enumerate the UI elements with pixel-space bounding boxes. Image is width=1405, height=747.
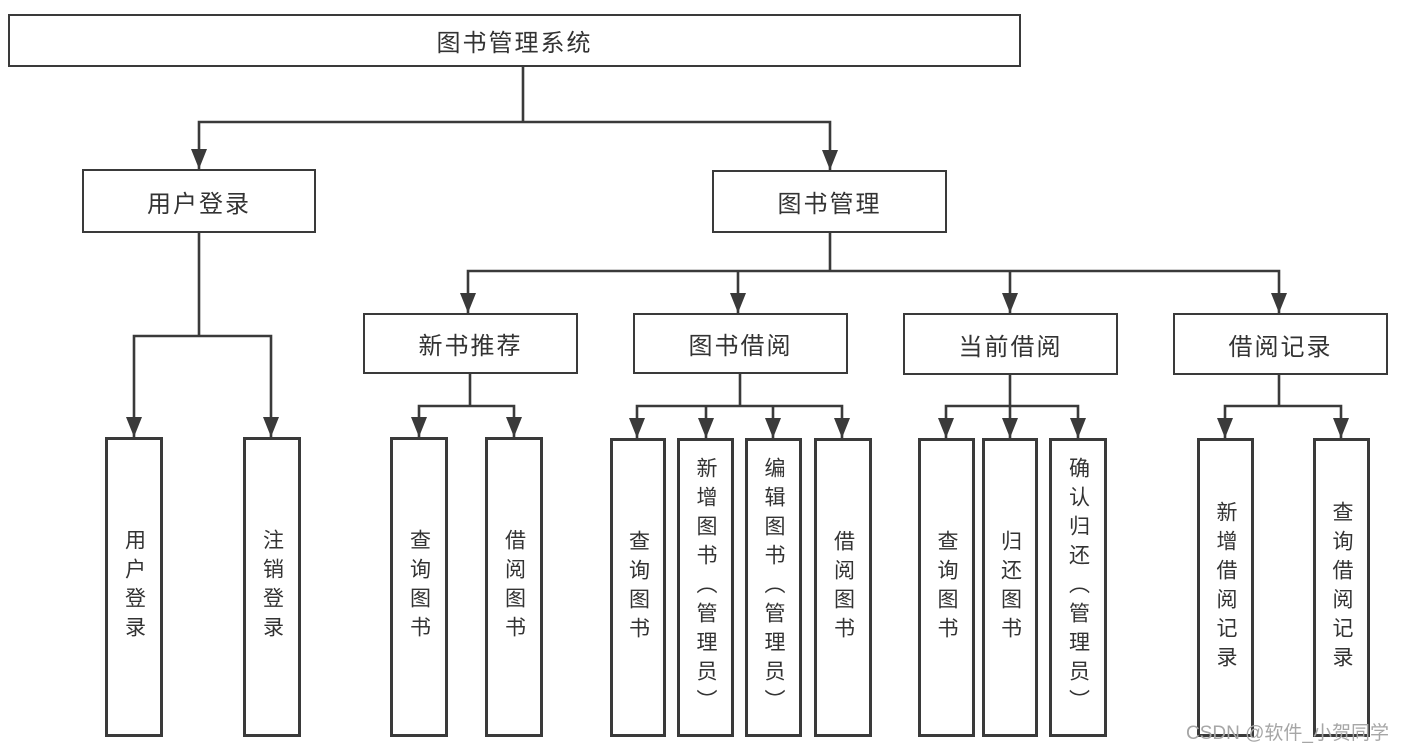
leaf-add-borrow-record: 新增借阅记录 bbox=[1197, 438, 1254, 737]
leaf-label: 归还图书 bbox=[998, 529, 1022, 646]
leaf-label: 新增借阅记录 bbox=[1214, 500, 1237, 675]
leaf-return-books: 归还图书 bbox=[982, 438, 1038, 737]
leaf-label: 借阅图书 bbox=[831, 529, 855, 646]
leaf-label: 查询图书 bbox=[626, 529, 650, 646]
node-label: 图书管理系统 bbox=[436, 30, 593, 57]
node-label: 图书管理 bbox=[777, 191, 882, 218]
node-label: 新书推荐 bbox=[418, 333, 523, 360]
leaf-label: 借阅图书 bbox=[502, 529, 526, 645]
leaf-user-login: 用户登录 bbox=[105, 437, 163, 737]
leaf-label: 编辑图书（管理员） bbox=[762, 457, 785, 718]
leaf-label: 新增图书（管理员） bbox=[694, 457, 717, 718]
node-user-login: 用户登录 bbox=[82, 169, 316, 233]
node-label: 当前借阅 bbox=[958, 333, 1063, 361]
leaf-query-books-borrow: 查询图书 bbox=[610, 438, 666, 737]
leaf-query-books-current: 查询图书 bbox=[918, 438, 975, 737]
leaf-borrow-books-recommend: 借阅图书 bbox=[485, 437, 543, 737]
leaf-confirm-return-admin: 确认归还（管理员） bbox=[1049, 438, 1107, 737]
node-book-borrowing: 图书借阅 bbox=[633, 313, 848, 374]
leaf-label: 用户登录 bbox=[122, 529, 146, 645]
leaf-add-book-admin: 新增图书（管理员） bbox=[677, 438, 734, 737]
leaf-edit-book-admin: 编辑图书（管理员） bbox=[745, 438, 802, 737]
node-new-book-recommendation: 新书推荐 bbox=[363, 313, 578, 374]
leaf-label: 确认归还（管理员） bbox=[1066, 457, 1090, 718]
node-current-borrowing: 当前借阅 bbox=[903, 313, 1118, 375]
node-library-management-system: 图书管理系统 bbox=[8, 14, 1021, 67]
node-borrowing-records: 借阅记录 bbox=[1173, 313, 1388, 375]
leaf-borrow-books: 借阅图书 bbox=[814, 438, 872, 737]
node-label: 借阅记录 bbox=[1228, 333, 1333, 361]
node-label: 用户登录 bbox=[147, 190, 251, 218]
leaf-label: 查询图书 bbox=[407, 529, 431, 645]
leaf-label: 查询图书 bbox=[935, 529, 958, 646]
leaf-label: 注销登录 bbox=[260, 529, 284, 645]
leaf-query-borrow-record: 查询借阅记录 bbox=[1313, 438, 1370, 737]
leaf-query-books-recommend: 查询图书 bbox=[390, 437, 448, 737]
leaf-logout: 注销登录 bbox=[243, 437, 301, 737]
node-book-management: 图书管理 bbox=[712, 170, 947, 233]
node-label: 图书借阅 bbox=[688, 333, 793, 360]
csdn-watermark: CSDN @软件_小贺同学 bbox=[1186, 723, 1389, 744]
leaf-label: 查询借阅记录 bbox=[1330, 500, 1353, 675]
